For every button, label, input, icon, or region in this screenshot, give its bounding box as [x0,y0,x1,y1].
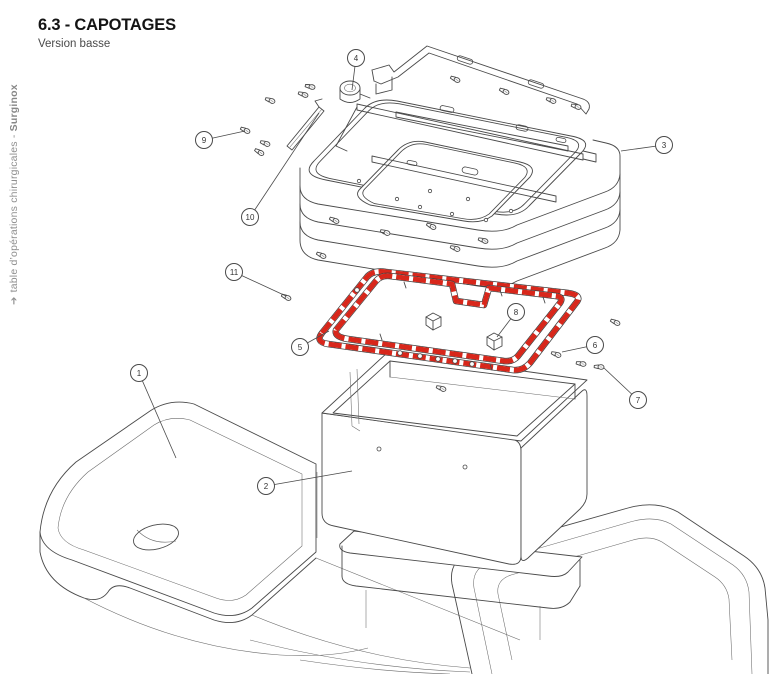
screw-icon [575,360,587,368]
screw-icon [253,147,266,157]
callout-balloon [291,338,309,356]
screw-icon [477,236,490,245]
screw-icon [239,125,252,135]
leader-line [249,112,320,218]
callout-balloon [225,263,243,281]
callout-balloon [586,336,604,354]
screw-icon [297,90,310,99]
screw-icon [315,250,328,260]
screw-icon [304,82,316,91]
callout-balloon [241,208,259,226]
screw-icon [449,244,462,253]
callout-balloon [257,477,275,495]
part-corner-block [486,332,503,351]
callout-number: 4 [354,54,359,63]
screw-icon [498,86,511,96]
screw-icon [259,139,272,148]
leader-line [233,271,287,297]
part-slide-rails [335,103,597,203]
part-knob [339,80,371,103]
gasket-fasteners [354,281,546,371]
callout-number: 6 [593,341,598,350]
section-header: 6.3 - CAPOTAGES Version basse [38,16,176,50]
screw-icon [550,350,563,359]
screw-icon [379,228,392,237]
callout-balloon [655,136,673,154]
callout-number: 11 [230,268,239,277]
callout-balloon [195,131,213,149]
callout-balloon [629,391,647,409]
part-handle-rail [371,45,590,115]
callout-number: 8 [514,308,519,317]
page-title: 6.3 - CAPOTAGES [38,16,176,34]
screw-icon [545,96,558,105]
callout-number: 7 [636,396,641,405]
callout-balloon [347,49,365,67]
part-seal-gasket-highlight [316,268,582,374]
callout-balloon [130,364,148,382]
part-lower-cover-box [321,351,588,565]
part-top-cover-stack [299,99,621,288]
screw-icon [264,96,277,105]
callout-number: 2 [264,482,269,491]
leader-line [138,372,177,459]
callout-number: 5 [298,343,303,352]
callout-number: 10 [246,213,255,222]
callout-balloon [507,303,525,321]
screw-icon [328,215,341,225]
screw-icon [593,363,605,370]
callout-layer: 1 2 3 4 5 6 7 8 9 10 11 [130,49,673,495]
callout-number: 9 [202,136,207,145]
leader-line [265,470,353,487]
part-table-top [39,401,521,669]
rim-screw-holes [356,178,514,223]
part-strip [286,98,325,151]
screw-icon [609,317,622,327]
part-corner-block [425,312,442,331]
screw-icon [449,74,462,84]
callout-number: 3 [662,141,667,150]
page-subtitle: Version basse [38,38,111,50]
callout-number: 1 [137,369,142,378]
